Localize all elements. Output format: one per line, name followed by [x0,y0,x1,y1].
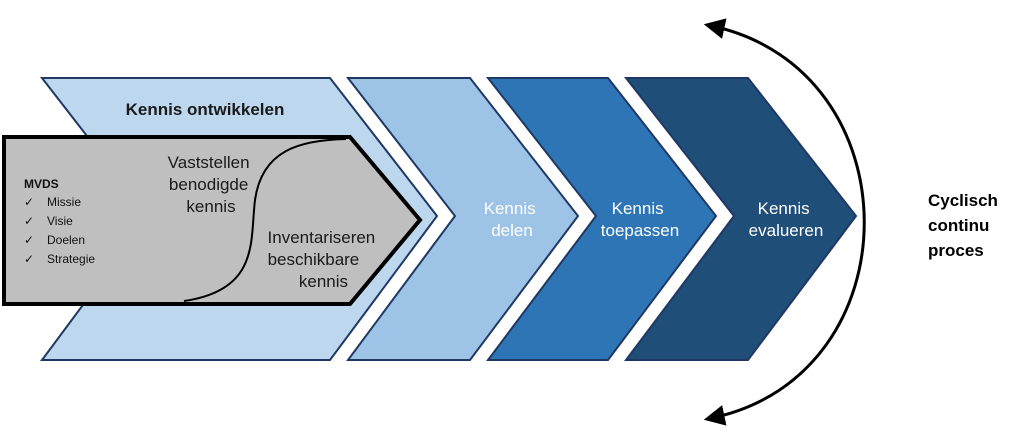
stage-delen-chevron [345,77,580,361]
checklist-item-visie: Visie [47,214,73,228]
cycle-label-line-1: Cyclisch [928,191,998,210]
stage-toepassen-label: Kennis toepassen [601,199,679,240]
stage-evalueren-chevron [623,77,858,361]
stage-delen-line-2: delen [491,221,533,240]
stage-delen-label: Kennis delen [484,199,541,240]
check-icon: ✓ [24,233,34,247]
checklist-item-missie: Missie [47,195,81,209]
cycle-label-line-2: continu [928,216,989,235]
cycle-label-line-3: proces [928,241,984,260]
stage-toepassen-line-2: toepassen [601,221,679,240]
divider-curve [183,138,347,302]
inventariseren-line-2: beschikbare [268,250,360,269]
checklist-item-doelen: Doelen [47,233,85,247]
check-icon: ✓ [24,195,34,209]
check-icon: ✓ [24,252,34,266]
stage-evalueren-line-2: evalueren [749,221,824,240]
label-inventariseren: Inventariseren beschikbare kennis [268,228,380,291]
vaststellen-line-1: Vaststellen [168,153,250,172]
mvds-checklist: ✓ Missie ✓ Visie ✓ Doelen ✓ Strategie [24,195,95,266]
stage-evalueren-label: Kennis evalueren [749,199,824,240]
label-vaststellen: Vaststellen benodigde kennis [168,153,255,216]
check-icon: ✓ [24,214,34,228]
inventariseren-line-1: Inventariseren [268,228,376,247]
stage-delen-line-1: Kennis [484,199,536,218]
cycle-arrow [703,18,866,426]
stage-ontwikkelen-title: Kennis ontwikkelen [126,100,285,119]
mvds-heading: MVDS [24,177,59,191]
vaststellen-line-2: benodigde [169,175,248,194]
vaststellen-line-3: kennis [186,197,235,216]
cycle-label: Cyclisch continu proces [928,191,1003,260]
stage-toepassen-chevron [485,77,718,361]
stage-toepassen-line-1: Kennis [612,199,664,218]
inventariseren-line-3: kennis [299,272,348,291]
mvds-box [2,135,423,306]
stage-evalueren-line-1: Kennis [758,199,810,218]
checklist-item-strategie: Strategie [47,252,95,266]
